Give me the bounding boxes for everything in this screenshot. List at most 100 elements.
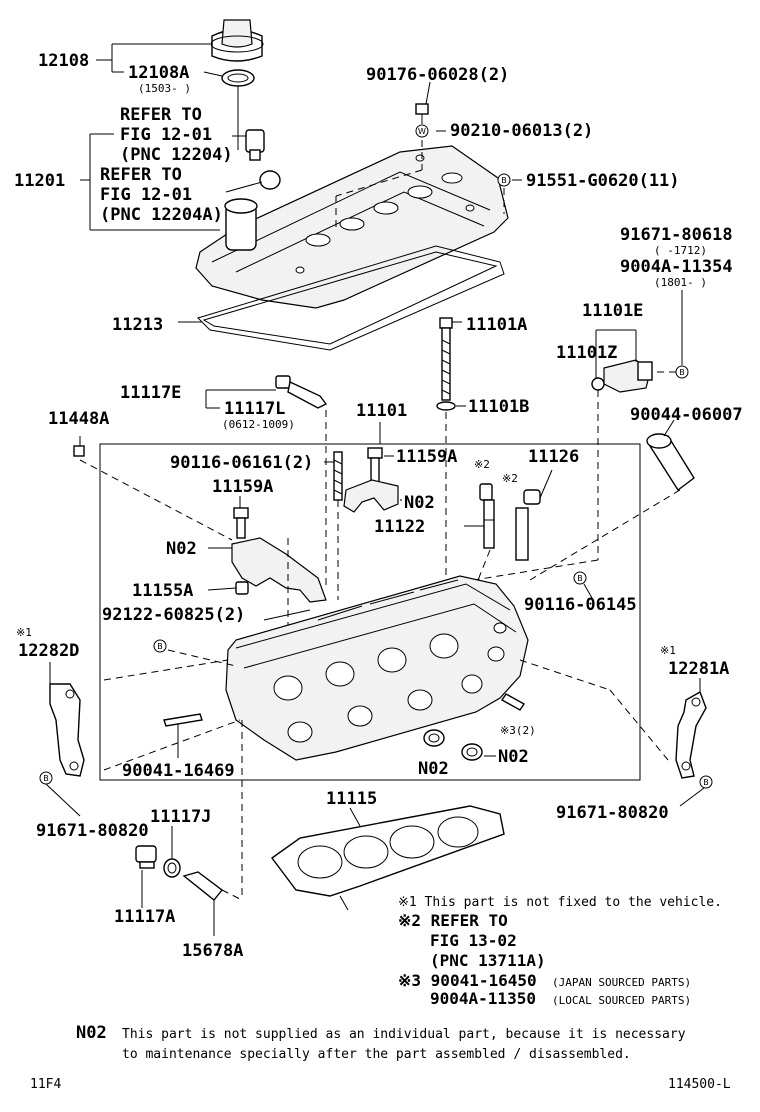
head-bolt-b-mark-left: B: [153, 639, 167, 653]
label-11117a: 11117A: [114, 907, 175, 927]
svg-text:B: B: [679, 368, 685, 377]
bearing-cap-bolt-top-part[interactable]: [367, 447, 383, 483]
exhaust-stud-part[interactable]: [500, 693, 526, 711]
label-90210-06013: 90210-06013(2): [450, 121, 593, 141]
label-n02-right: N02: [404, 493, 435, 513]
spark-plug-tube-gasket-part[interactable]: [423, 729, 445, 747]
label-11101e: 11101E: [582, 301, 643, 321]
label-ref3-mark: ※3(2): [500, 724, 536, 737]
note-ref2-line1: ※2 REFER TO: [398, 911, 508, 930]
gasket-11117j-part[interactable]: [163, 858, 181, 878]
oil-jet-bolt-part[interactable]: [182, 871, 223, 901]
label-12108: 12108: [38, 51, 89, 71]
pcv-valve-part[interactable]: [245, 129, 265, 161]
label-n02-left: N02: [166, 539, 197, 559]
hanger-bolt-b-mark-right: B: [699, 775, 713, 789]
hanger-bolt-b-mark-left: B: [39, 771, 53, 785]
note-ref3-line2-source: (LOCAL SOURCED PARTS): [552, 994, 691, 1007]
label-11101a: 11101A: [466, 315, 527, 335]
label-91671-80618: 91671-80618: [620, 225, 733, 245]
label-90116-06145: 90116-06145: [524, 595, 637, 615]
label-refer2-line3: (PNC 12204A): [100, 205, 223, 225]
cylinder-head-cover-part[interactable]: [195, 145, 509, 309]
stud-90116-part[interactable]: [333, 451, 343, 501]
oil-filler-gasket-part[interactable]: [221, 69, 255, 87]
note-n02-line2: to maintenance specially after the part …: [122, 1047, 631, 1062]
label-refer1-line3: (PNC 12204): [120, 145, 233, 165]
sensor-bolt-b-mark: B: [675, 365, 689, 379]
note-ref2-line2: FIG 13-02: [430, 931, 517, 950]
label-11101: 11101: [356, 401, 407, 421]
label-ref2-mark-a: ※2: [474, 458, 490, 471]
label-12281a: 12281A: [668, 659, 729, 679]
label-n02-seal: N02: [498, 747, 529, 767]
svg-text:B: B: [577, 574, 583, 583]
stud-bolt-part[interactable]: [275, 375, 328, 409]
label-11448a: 11448A: [48, 409, 109, 429]
label-ref1-mark-left: ※1: [16, 626, 32, 639]
stud-b-mark-right: B: [573, 571, 587, 585]
label-ref2-mark-b: ※2: [502, 472, 518, 485]
oil-filler-cap-part[interactable]: [210, 19, 264, 62]
camshaft-bearing-cap-left-part[interactable]: [231, 537, 327, 603]
label-11117e: 11117E: [120, 383, 181, 403]
oil-seal-part[interactable]: [461, 743, 483, 761]
svg-text:B: B: [43, 774, 49, 783]
label-90176-06028: 90176-06028(2): [366, 65, 509, 85]
label-90041-16469: 90041-16469: [122, 761, 235, 781]
valve-guide-part[interactable]: [479, 483, 495, 549]
svg-text:B: B: [157, 642, 163, 651]
label-ref1-mark-right: ※1: [660, 644, 676, 657]
plug-11117a-part[interactable]: [135, 845, 157, 869]
engine-hanger-right-part[interactable]: [675, 690, 707, 779]
label-11126: 11126: [528, 447, 579, 467]
cylinder-head-part[interactable]: [225, 575, 529, 761]
head-bolt-part[interactable]: [439, 317, 453, 401]
svg-text:W: W: [418, 127, 426, 136]
plug-part[interactable]: [73, 445, 85, 457]
cover-gasket-part[interactable]: [197, 245, 505, 351]
cylinder-head-gasket-part[interactable]: [271, 805, 505, 911]
seal-washer-mark: W: [415, 124, 429, 138]
camshaft-bearing-cap-right-part[interactable]: [343, 479, 399, 513]
water-outlet-part[interactable]: [646, 433, 695, 492]
label-12108a: 12108A: [128, 63, 189, 83]
valve-stem-seal-part[interactable]: [515, 489, 541, 561]
label-91671-80618-date: ( -1712): [654, 244, 707, 257]
label-11101z: 11101Z: [556, 343, 617, 363]
label-15678a: 15678A: [182, 941, 243, 961]
label-11117l-date: (0612-1009): [222, 418, 295, 431]
label-11159a-top: 11159A: [396, 447, 457, 467]
label-refer2-line1: REFER TO: [100, 165, 182, 185]
label-11155a: 11155A: [132, 581, 193, 601]
engine-hanger-left-part[interactable]: [49, 683, 85, 777]
cam-position-sensor-part[interactable]: [603, 359, 653, 393]
label-11159a-left: 11159A: [212, 477, 273, 497]
head-assembly-frame: [99, 443, 641, 781]
stud-90041-part[interactable]: [163, 713, 203, 727]
bearing-cap-bolt-left-part[interactable]: [233, 507, 249, 539]
label-90044-06007: 90044-06007: [630, 405, 743, 425]
footer-page-code: 114500-L: [668, 1077, 731, 1092]
label-11201: 11201: [14, 171, 65, 191]
label-n02-gasket: N02: [418, 759, 449, 779]
head-bolt-washer-part[interactable]: [436, 401, 456, 411]
cover-bolt-part[interactable]: [415, 103, 429, 124]
bushing-part[interactable]: [235, 581, 249, 595]
label-11117l: 11117L: [224, 399, 285, 419]
label-92122-60825: 92122-60825(2): [102, 605, 245, 625]
label-91551-g0620: 91551-G0620(11): [526, 171, 680, 191]
label-11122: 11122: [374, 517, 425, 537]
note-n02-label: N02: [76, 1023, 107, 1043]
label-12282d: 12282D: [18, 641, 79, 661]
label-91671-80820-right: 91671-80820: [556, 803, 669, 823]
note-ref3-line2-part: 9004A-11350: [430, 989, 536, 1008]
label-refer1-line2: FIG 12-01: [120, 125, 212, 145]
label-refer1-line1: REFER TO: [120, 105, 202, 125]
note-ref2-line3: (PNC 13711A): [430, 951, 546, 970]
label-12108a-date: (1503- ): [138, 82, 191, 95]
sensor-o-ring-part[interactable]: [591, 377, 605, 391]
label-9004a-11354: 9004A-11354: [620, 257, 733, 277]
breather-plug-part[interactable]: [259, 170, 281, 190]
